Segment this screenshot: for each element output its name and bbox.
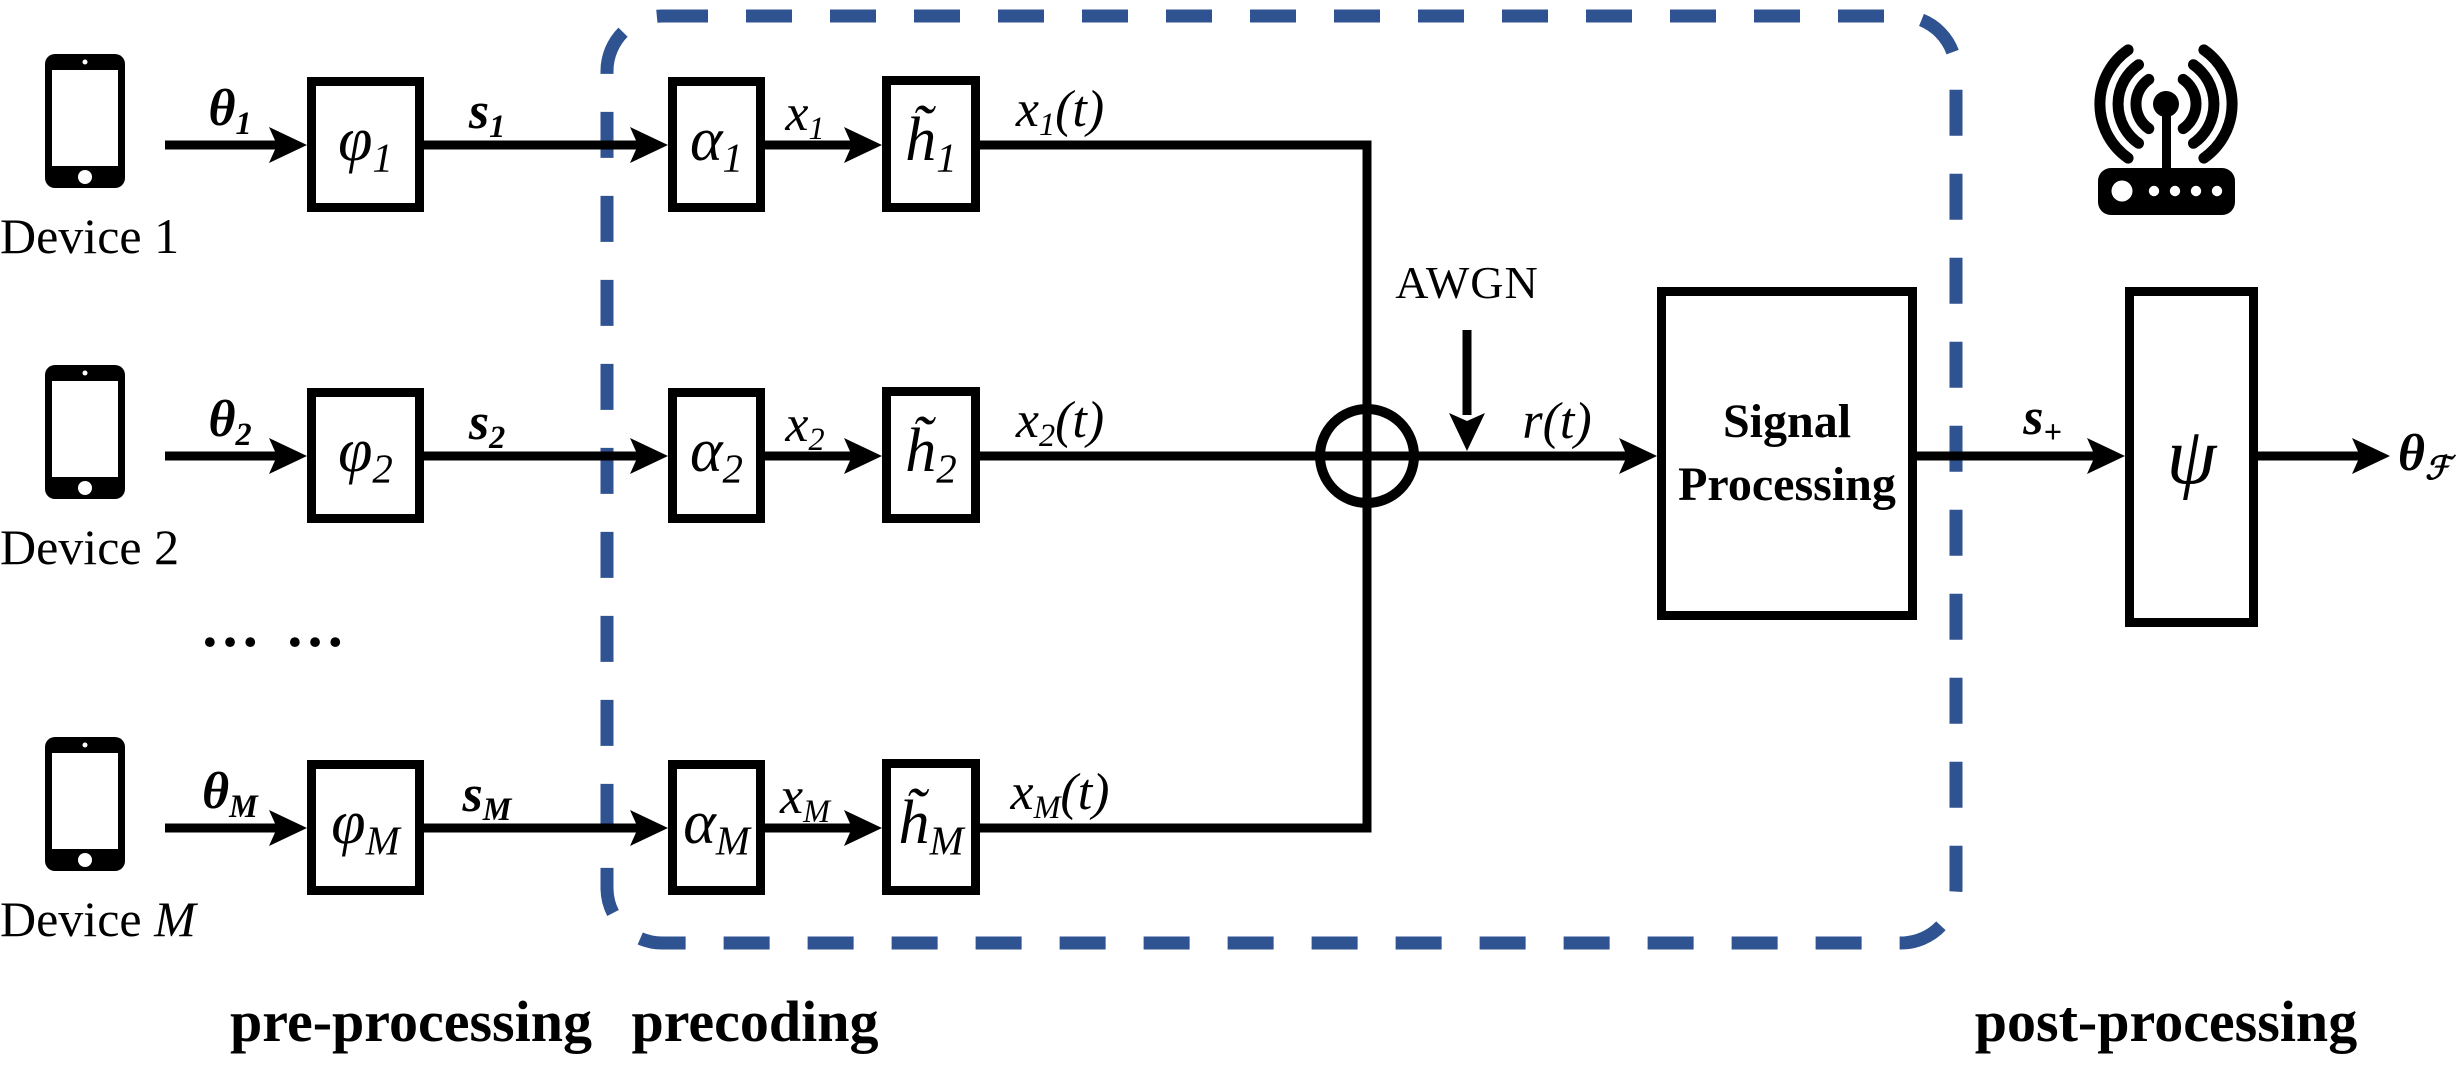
h-m-block: h̃M [882, 759, 980, 895]
phi-m-block: φM [307, 760, 424, 895]
h-2-glyph: h̃2 [905, 416, 957, 492]
device-1-icon [45, 54, 125, 188]
s-plus-label: s+ [2023, 389, 2062, 451]
router-icon [2094, 44, 2238, 215]
x-m-t-label: xM(t) [1010, 764, 1110, 826]
signal-processing-label: Signal Processing [1678, 395, 1896, 511]
signal-processing-block: Signal Processing [1657, 287, 1917, 620]
x-m-label: xM [780, 768, 830, 830]
devices-ellipsis: … … [200, 593, 350, 659]
alpha-2-glyph: α2 [690, 417, 743, 492]
s-2-label: s2 [468, 394, 506, 456]
wifi-waves-icon [2094, 44, 2238, 164]
phi-2-glyph: φ2 [338, 417, 393, 492]
h-m-glyph: h̃M [898, 788, 964, 864]
awgn-arrowhead [1449, 413, 1485, 451]
device-m-icon [45, 737, 125, 871]
device-1-label: Device 1 [0, 208, 180, 264]
h-1-block: h̃1 [882, 76, 980, 212]
phi-1-block: φ1 [307, 77, 424, 212]
h-1-glyph: h̃1 [905, 105, 957, 181]
phi-1-glyph: φ1 [338, 106, 393, 181]
x-2-t-label: x2(t) [1015, 392, 1105, 454]
theta-output-label: θℱ [2398, 425, 2451, 487]
device-2-icon [45, 365, 125, 499]
precoding-dashed-region [600, 9, 1963, 950]
phi-2-block: φ2 [307, 388, 424, 523]
theta-1-label: θ1 [208, 80, 252, 142]
alpha-1-glyph: α1 [690, 106, 743, 181]
x-2-label: x2 [785, 396, 825, 458]
s-1-label: s1 [468, 83, 506, 145]
sum-node-icon [1315, 404, 1419, 508]
device-2-label: Device 2 [0, 519, 180, 575]
theta-m-label: θM [202, 763, 258, 825]
merge-bus-line [980, 140, 1372, 833]
r-t-label: r(t) [1522, 393, 1592, 450]
alpha-1-block: α1 [668, 77, 765, 212]
alpha-m-block: αM [668, 760, 765, 895]
theta-2-label: θ2 [208, 391, 252, 453]
arrowheads [269, 127, 2390, 846]
x-1-label: x1 [785, 85, 825, 147]
x-1-t-label: x1(t) [1015, 81, 1105, 143]
psi-block: ψ [2125, 287, 2258, 627]
alpha-2-block: α2 [668, 388, 765, 523]
alpha-m-glyph: αM [683, 789, 750, 864]
phi-m-glyph: φM [331, 789, 400, 864]
section-label-post-processing: post-processing [1974, 989, 2358, 1054]
psi-glyph: ψ [2166, 413, 2217, 501]
h-2-block: h̃2 [882, 387, 980, 523]
awgn-label: AWGN [1395, 257, 1539, 308]
section-label-pre-processing: pre-processing [230, 989, 592, 1054]
s-m-label: sM [462, 766, 512, 828]
device-m-label: Device M [0, 891, 196, 947]
section-label-precoding: precoding [631, 989, 879, 1054]
